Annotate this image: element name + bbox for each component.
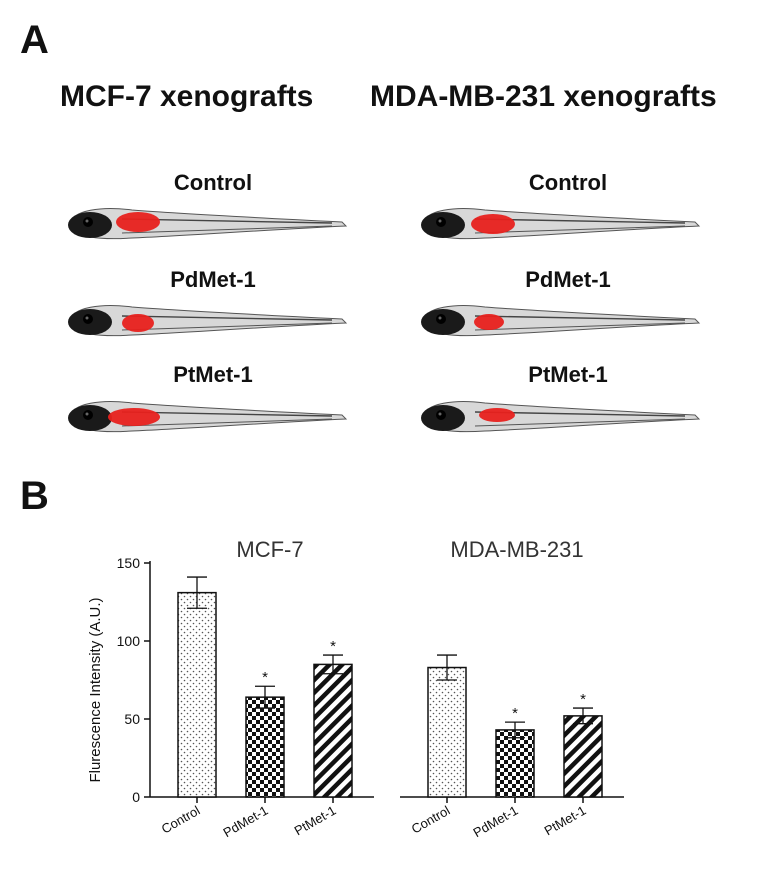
mcf7-pdmet1-label: PdMet-1 bbox=[170, 267, 256, 292]
significance-marker: * bbox=[330, 638, 336, 655]
y-axis-label: Flurescence Intensity (A.U.) bbox=[87, 597, 104, 782]
mcf7-column-title: MCF-7 xenografts bbox=[60, 80, 314, 113]
mcf7-control-label: Control bbox=[173, 170, 253, 195]
zebrafish-image-mcf7-control bbox=[68, 208, 348, 240]
mdamb231-control-label: Control bbox=[528, 170, 608, 195]
x-tick-label: PdMet-1 bbox=[220, 803, 270, 841]
mcf7-ptmet1-label: PtMet-1 bbox=[173, 362, 253, 387]
group-title: MCF-7 bbox=[236, 537, 303, 562]
group-title: MDA-MB-231 bbox=[450, 537, 583, 562]
mdamb231-column-title: MDA-MB-231 xenografts bbox=[370, 80, 717, 113]
zebrafish-image-mcf7-ptmet1 bbox=[68, 401, 348, 433]
mdamb231-pdmet1-label: PdMet-1 bbox=[525, 267, 611, 292]
mdamb231-ptmet1-label: PtMet-1 bbox=[528, 362, 608, 387]
y-tick-label: 150 bbox=[117, 555, 141, 571]
zebrafish-image-mdamb231-pdmet1 bbox=[421, 305, 701, 337]
zebrafish-image-mdamb231-ptmet1 bbox=[421, 401, 701, 433]
bar bbox=[177, 591, 217, 798]
zebrafish-image-mdamb231-control bbox=[421, 208, 701, 240]
bar bbox=[563, 715, 603, 798]
bar bbox=[427, 666, 467, 798]
y-tick-label: 0 bbox=[132, 789, 140, 805]
x-tick-label: Control bbox=[159, 803, 203, 837]
x-tick-label: PtMet-1 bbox=[292, 803, 339, 839]
bar bbox=[313, 663, 353, 798]
significance-marker: * bbox=[512, 705, 518, 722]
y-tick-label: 100 bbox=[117, 633, 141, 649]
panel-b-letter: B bbox=[20, 474, 49, 518]
zebrafish-image-mcf7-pdmet1 bbox=[68, 305, 348, 337]
significance-marker: * bbox=[580, 691, 586, 708]
bar bbox=[495, 729, 535, 798]
significance-marker: * bbox=[262, 669, 268, 686]
x-tick-label: Control bbox=[409, 803, 453, 837]
x-tick-label: PtMet-1 bbox=[542, 803, 589, 839]
bar bbox=[245, 696, 285, 798]
y-tick-label: 50 bbox=[124, 711, 140, 727]
x-tick-label: PdMet-1 bbox=[470, 803, 520, 841]
panel-a-letter: A bbox=[20, 18, 49, 62]
